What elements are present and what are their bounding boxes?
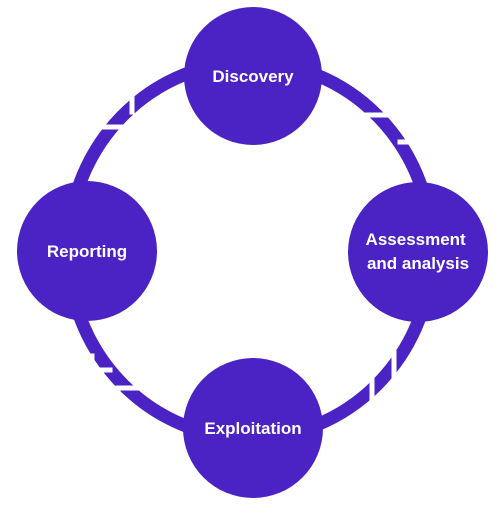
node-assessment-label-line2: and analysis xyxy=(367,254,469,273)
node-exploitation: Exploitation xyxy=(183,358,323,498)
arrow-assessment-to-exploitation xyxy=(369,347,435,406)
node-reporting-circle xyxy=(17,181,157,321)
node-assessment-label: Assessment and analysis xyxy=(366,230,471,273)
node-assessment-label-line1: Assessment xyxy=(366,230,467,249)
arrow-discovery-to-assessment xyxy=(362,87,428,145)
node-discovery-circle xyxy=(184,7,322,145)
arrow-exploitation-to-reporting xyxy=(89,353,155,421)
node-reporting-label: Reporting xyxy=(47,242,127,261)
arrow-reporting-to-discovery xyxy=(75,94,135,143)
node-discovery: Discovery xyxy=(184,7,322,145)
node-assessment: Assessment and analysis xyxy=(348,182,488,322)
node-exploitation-circle xyxy=(183,358,323,498)
node-reporting: Reporting xyxy=(17,181,157,321)
node-discovery-label: Discovery xyxy=(212,67,294,86)
node-assessment-circle xyxy=(348,182,488,322)
node-exploitation-label: Exploitation xyxy=(204,419,301,438)
